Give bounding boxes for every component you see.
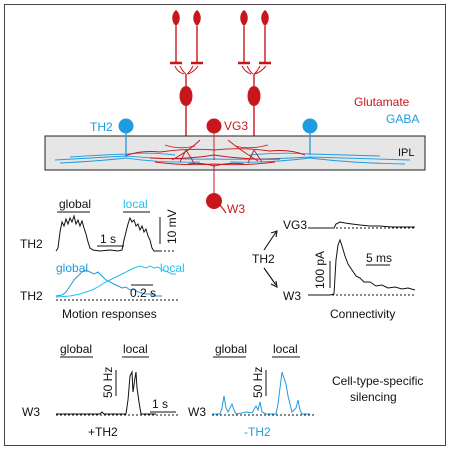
motion-global-label-2: global [56,261,88,275]
cone-3 [240,10,248,62]
conn-w3-label: W3 [283,289,301,303]
cone-2 [193,10,201,62]
th2-label-bottom: TH2 [20,289,43,303]
sil-rate-scale-b: 50 Hz [251,367,265,398]
motion-voltage-scale: 10 mV [165,209,179,244]
legend-gaba: GABA [386,112,419,126]
th2-voltage-trace [55,214,160,252]
w3-current-trace [308,238,416,296]
sil-w3-label-a: W3 [22,405,40,419]
sil-time-scale-a: 1 s [152,397,168,411]
motion-local-label-2: local [160,261,185,275]
ipl-label: IPL [398,147,415,159]
motion-time-scale: 1 s [100,232,116,246]
th2-local-trace [55,265,176,298]
w3-soma [206,193,222,209]
vg3-circuit-label: VG3 [224,119,248,133]
motion-caption: Motion responses [62,307,157,321]
figure-frame [4,4,446,446]
sil-w3-label-b: W3 [188,405,206,419]
conn-vg3-label: VG3 [283,218,307,232]
conn-caption: Connectivity [330,307,395,321]
conn-arrows [263,230,278,288]
connectivity-panel: VG3 TH2 W3 100 pA 5 ms Connectivity [252,218,416,321]
w3-circuit-label: W3 [227,202,245,216]
sil-local-label-b: local [273,342,298,356]
photoreceptors [172,10,269,62]
sil-global-label-b: global [215,342,247,356]
sil-global-label-a: global [60,342,92,356]
circuit-schematic: IPL [44,10,426,216]
w3-rate-trace-b [212,371,310,415]
th2-circuit-label: TH2 [90,120,113,134]
vg3-soma [206,118,222,134]
legend-glutamate: Glutamate [354,95,410,109]
w3-rate-trace-a [56,370,156,415]
conn-time-scale: 5 ms [366,251,392,265]
th2-amacrine-cells [54,118,411,165]
vg3-current-trace [308,221,415,229]
sil-condition-b: -TH2 [244,425,271,439]
w3-ganglion-cell [187,162,245,214]
conn-th2-label: TH2 [252,252,275,266]
th2-soma-left [118,118,134,134]
silencing-panel: global local 50 Hz 1 s W3 +TH2 global lo… [22,342,423,439]
sil-caption-line2: silencing [350,390,397,404]
motion-local-label: local [123,197,148,211]
th2-soma-right [302,118,318,134]
motion-global-label: global [59,197,91,211]
motion-responses-panel: global local 1 s 10 mV TH2 global local … [20,197,185,321]
sil-condition-a: +TH2 [88,425,118,439]
cone-4 [261,10,269,62]
sil-caption-line1: Cell-type-specific [332,374,423,388]
motion-time-scale-2: 0.2 s [130,286,156,300]
cone-1 [172,10,180,62]
conn-current-scale: 100 pA [313,251,327,289]
bipolar-dendrites [170,61,271,75]
th2-label-top: TH2 [20,237,43,251]
sil-rate-scale-a: 50 Hz [101,367,115,398]
sil-local-label-a: local [123,342,148,356]
